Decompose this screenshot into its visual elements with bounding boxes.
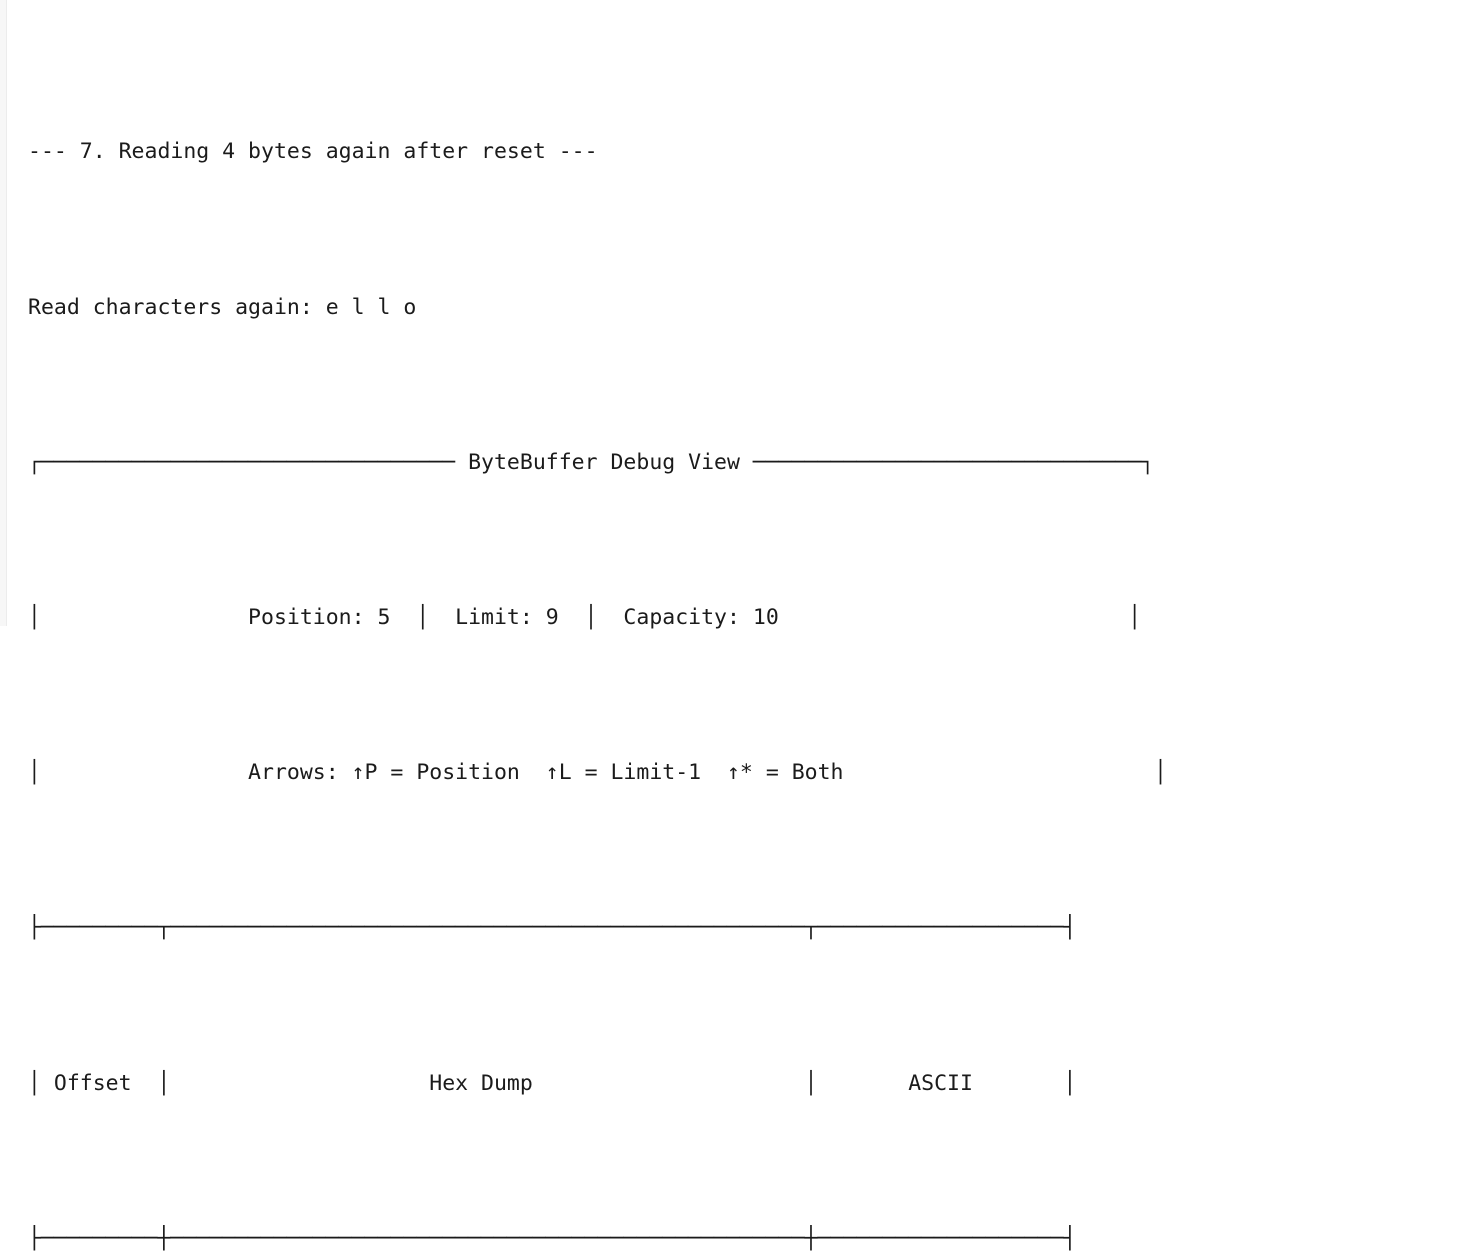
editor-gutter-strip: [0, 0, 7, 626]
section-header-line: --- 7. Reading 4 bytes again after reset…: [28, 139, 598, 165]
debug-view-arrows-legend-line: │ Arrows: ↑P = Position ↑L = Limit-1 ↑* …: [28, 760, 1168, 786]
table-top-separator: ├─────────┬─────────────────────────────…: [28, 915, 1077, 941]
debug-view-stats-line: │ Position: 5 │ Limit: 9 │ Capacity: 10 …: [28, 604, 1142, 630]
table-header-row: │ Offset │ Hex Dump │ ASCII │: [28, 1070, 1077, 1096]
console-output: --- 7. Reading 4 bytes again after reset…: [28, 0, 1464, 1250]
table-mid-separator: ├─────────┼─────────────────────────────…: [28, 1225, 1077, 1251]
debug-view-title-border: ┌──────────────────────────────── ByteBu…: [28, 449, 1155, 475]
read-characters-line: Read characters again: e l l o: [28, 294, 417, 320]
